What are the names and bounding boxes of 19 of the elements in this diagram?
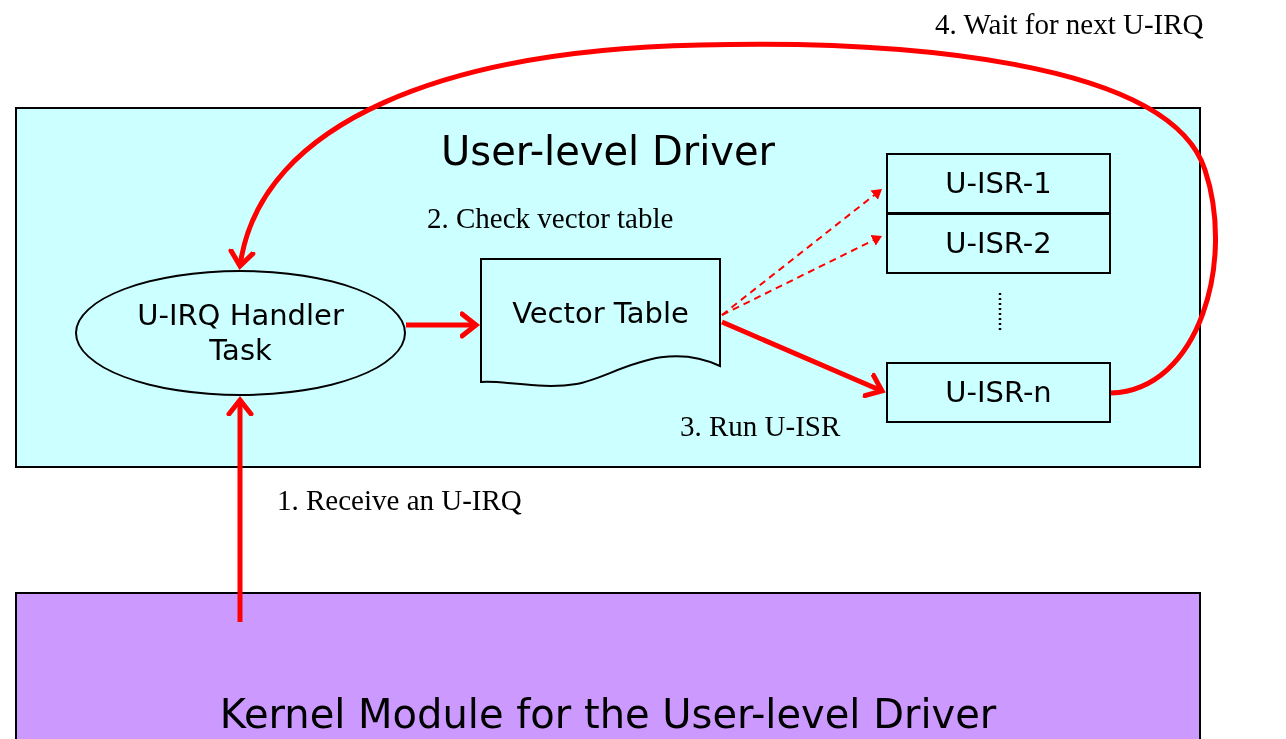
document-shape <box>480 258 721 388</box>
node-label: U-ISR-n <box>945 375 1052 410</box>
arrow <box>721 319 885 399</box>
container-box <box>15 107 1201 468</box>
node-label: Kernel Module for the User-level Driver <box>219 690 997 738</box>
node-label: Vector Table <box>512 296 689 331</box>
arrow <box>721 235 883 316</box>
node-label: U-ISR-2 <box>945 226 1052 261</box>
arrow <box>721 188 883 316</box>
node-label: User-level Driver <box>441 127 775 175</box>
process-box <box>886 362 1111 423</box>
node-label: U-ISR-1 <box>945 166 1052 201</box>
arrow <box>226 397 254 622</box>
node-label: U-IRQ Handler Task <box>136 298 345 368</box>
process-box <box>886 213 1111 274</box>
process-box <box>886 153 1111 214</box>
container-box <box>15 592 1201 739</box>
arrow <box>406 311 479 339</box>
arrow <box>230 41 1218 396</box>
